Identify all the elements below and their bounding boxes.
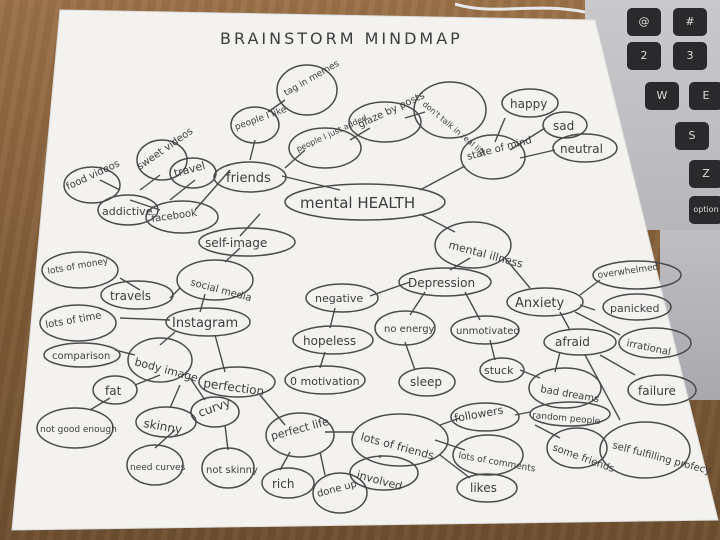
node-panicked: panicked bbox=[610, 302, 660, 315]
node-negative: negative bbox=[315, 292, 363, 305]
node-failure: failure bbox=[638, 384, 676, 398]
node-unmotivated: unmotivated bbox=[456, 326, 520, 337]
node-neutral: neutral bbox=[560, 142, 603, 156]
node-no-energy: no energy bbox=[384, 324, 435, 335]
key-s: S bbox=[675, 122, 709, 150]
key-e: E bbox=[689, 82, 720, 110]
node-rich: rich bbox=[272, 477, 294, 491]
node-depression: Depression bbox=[408, 276, 475, 290]
node-skinny: skinny bbox=[142, 416, 183, 437]
node-anxiety: Anxiety bbox=[515, 296, 565, 311]
node-happy: happy bbox=[510, 97, 547, 111]
node-sad: sad bbox=[553, 119, 574, 133]
key-hash: # bbox=[673, 8, 707, 36]
node-hopeless: hopeless bbox=[303, 334, 356, 348]
node-self-image: self-image bbox=[205, 236, 267, 250]
key-at: @ bbox=[627, 8, 661, 36]
node-sleep: sleep bbox=[410, 375, 442, 389]
key-3: 3 bbox=[673, 42, 707, 70]
key-option: option bbox=[689, 196, 720, 224]
mindmap-title: BRAINSTORM MINDMAP bbox=[220, 29, 463, 48]
node-stuck: stuck bbox=[484, 364, 514, 377]
node-likes: likes bbox=[470, 481, 497, 495]
node-addictive: addictive bbox=[102, 205, 153, 218]
node-fat: fat bbox=[105, 384, 122, 398]
key-z: Z bbox=[689, 160, 720, 188]
node-zero-motivation: 0 motivation bbox=[290, 375, 360, 388]
node-afraid: afraid bbox=[555, 335, 590, 349]
key-w: W bbox=[645, 82, 679, 110]
node-instagram: Instagram bbox=[172, 316, 238, 331]
cable bbox=[455, 2, 585, 14]
key-2: 2 bbox=[627, 42, 661, 70]
node-mental-health: mental HEALTH bbox=[300, 194, 415, 212]
node-not-skinny: not skinny bbox=[206, 465, 258, 476]
node-ovals bbox=[36, 64, 697, 514]
node-comparison: comparison bbox=[52, 351, 110, 362]
node-travels: travels bbox=[110, 289, 151, 303]
node-not-good-enough: not good enough bbox=[40, 425, 117, 435]
node-friends: friends bbox=[226, 171, 271, 186]
node-need-curves: need curves bbox=[130, 463, 186, 473]
